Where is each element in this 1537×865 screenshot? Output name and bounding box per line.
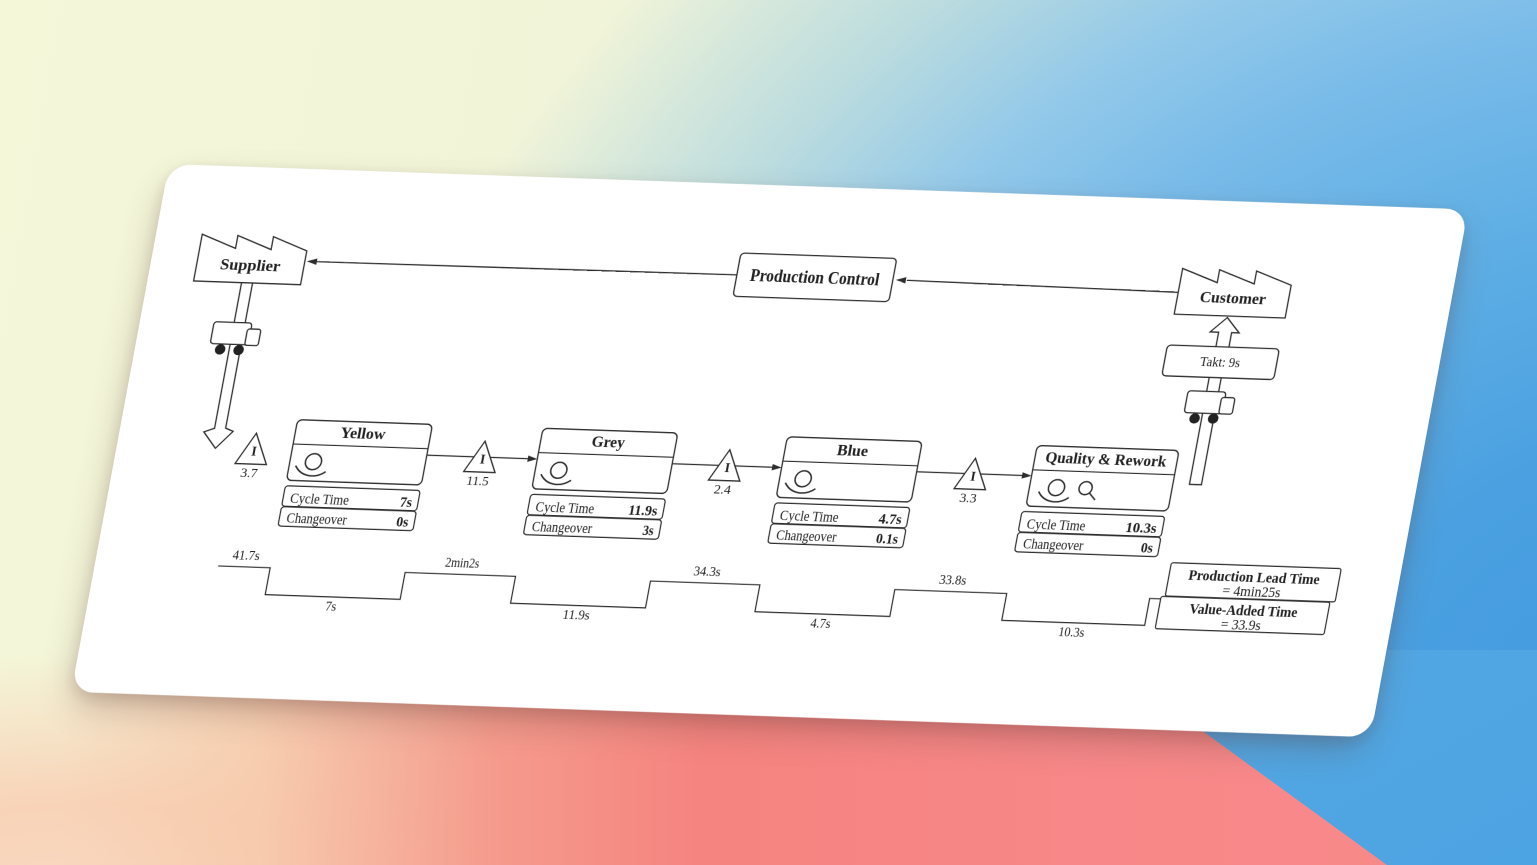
svg-text:10.3s: 10.3s [1124,520,1158,537]
svg-text:Cycle Time: Cycle Time [289,491,351,509]
svg-text:Changeover: Changeover [531,519,594,537]
svg-text:I: I [969,469,977,484]
svg-text:2min2s: 2min2s [444,555,481,571]
svg-text:34.3s: 34.3s [692,564,722,580]
svg-text:Changeover: Changeover [1022,536,1085,554]
svg-text:3.3: 3.3 [958,491,978,505]
svg-text:Grey: Grey [590,434,626,452]
svg-text:Cycle Time: Cycle Time [779,508,841,526]
svg-text:4.7s: 4.7s [809,615,832,631]
svg-text:I: I [479,452,487,467]
svg-text:Cycle Time: Cycle Time [534,500,596,518]
svg-text:Value-Added Time: Value-Added Time [1188,601,1299,621]
svg-text:3s: 3s [641,523,655,539]
svg-text:Production Control: Production Control [749,265,882,289]
svg-text:7s: 7s [398,495,413,511]
svg-text:11.9s: 11.9s [627,503,659,520]
svg-text:Quality & Rework: Quality & Rework [1044,449,1168,470]
svg-text:I: I [250,444,258,459]
svg-text:Changeover: Changeover [775,528,838,546]
svg-text:Yellow: Yellow [339,425,387,443]
svg-text:Takt: 9s: Takt: 9s [1199,354,1242,371]
svg-text:= 4min25s: = 4min25s [1221,583,1282,601]
svg-text:2.4: 2.4 [713,482,733,496]
svg-text:Supplier: Supplier [219,256,282,275]
svg-text:41.7s: 41.7s [231,548,261,564]
svg-text:I: I [724,460,732,475]
svg-text:3.7: 3.7 [239,466,259,480]
svg-text:Customer: Customer [1198,289,1267,308]
svg-text:11.5: 11.5 [465,474,490,489]
svg-text:0s: 0s [395,515,410,531]
svg-text:0s: 0s [1139,541,1154,557]
svg-text:Changeover: Changeover [285,511,348,529]
svg-text:= 33.9s: = 33.9s [1219,617,1262,634]
svg-text:33.8s: 33.8s [938,572,968,588]
svg-text:4.7s: 4.7s [877,512,903,529]
svg-text:0.1s: 0.1s [875,531,900,548]
svg-text:Cycle Time: Cycle Time [1025,517,1087,535]
svg-text:Production Lead Time: Production Lead Time [1187,568,1321,588]
svg-text:Blue: Blue [836,442,870,460]
svg-text:10.3s: 10.3s [1057,624,1086,640]
svg-text:11.9s: 11.9s [561,607,591,623]
svg-text:7s: 7s [324,598,338,613]
